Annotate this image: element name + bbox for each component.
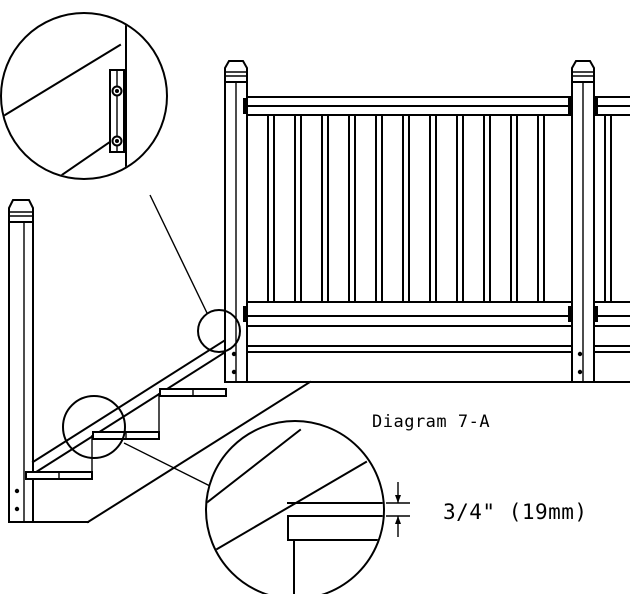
left-newel-post	[8, 199, 34, 523]
deck-post-right	[568, 60, 598, 383]
stair-stringer	[31, 330, 312, 524]
dimension-mark	[386, 482, 410, 537]
diagram-caption: Diagram 7-A	[372, 412, 491, 432]
dimension-label: 3/4" (19mm)	[443, 500, 588, 524]
detail-callout-top	[0, 12, 241, 353]
balusters	[267, 114, 612, 303]
detail-circle-bracket	[0, 12, 168, 180]
callout-marker-bracket	[197, 309, 241, 353]
callout-marker-gap	[62, 395, 126, 459]
deck-post-middle	[224, 60, 248, 383]
detail-circle-gap	[205, 420, 385, 594]
stair-treads	[25, 388, 227, 480]
deck-railing	[224, 60, 630, 383]
detail-callout-bottom	[62, 395, 385, 594]
